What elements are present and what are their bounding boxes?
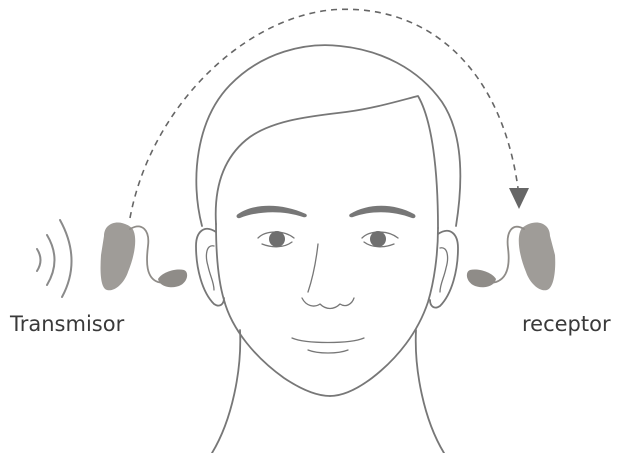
neck-left (212, 330, 240, 453)
mouth (292, 338, 364, 353)
head-illustration (196, 45, 460, 453)
face-contour-left (216, 224, 330, 396)
receiver-hearing-aid-icon (467, 222, 555, 290)
neck-right (416, 330, 444, 453)
transmitter-hearing-aid-icon (101, 222, 188, 290)
hair-outline (196, 45, 460, 226)
ear-left (196, 229, 224, 306)
ears (196, 229, 458, 308)
eyebrow-left (237, 206, 307, 218)
eyebrow-right (349, 206, 415, 218)
transmitter-label: Transmisor (10, 314, 124, 335)
nose (302, 244, 354, 309)
wireless-signal-icon (37, 220, 72, 297)
eyebrows (237, 206, 416, 218)
hairline (216, 96, 438, 228)
eye-right (370, 231, 386, 247)
arrow-head-icon (509, 188, 529, 209)
receiver-label: receptor (522, 314, 611, 335)
face-contour-right (330, 228, 438, 396)
eyes (258, 231, 398, 247)
ear-right (430, 231, 458, 308)
eye-left (269, 231, 285, 247)
